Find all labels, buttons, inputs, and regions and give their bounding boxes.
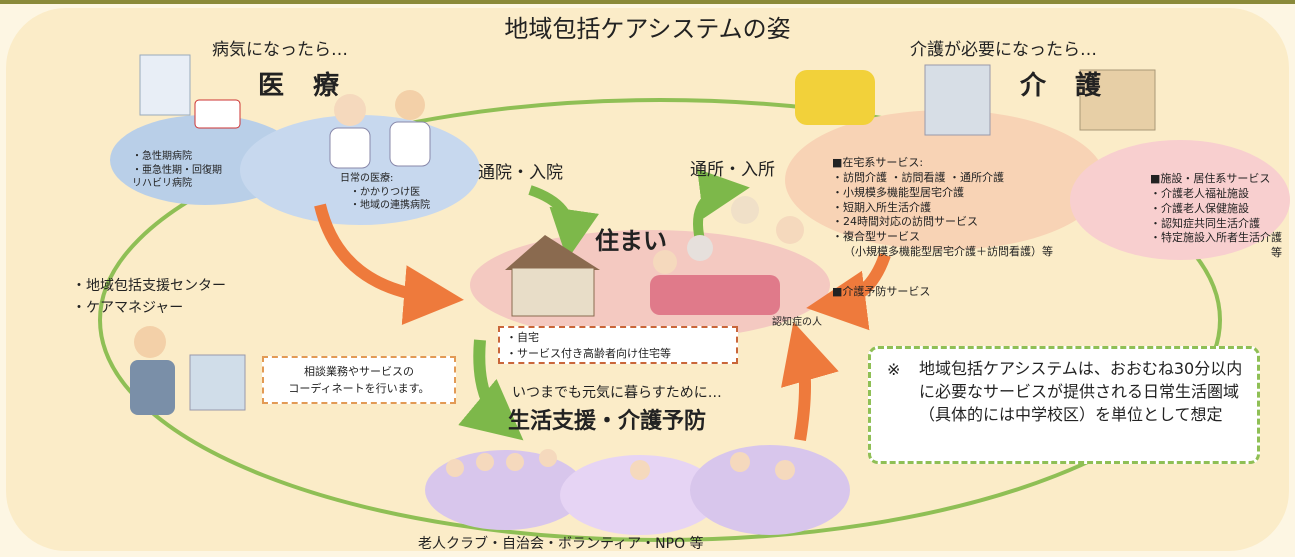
hospital-item: ・亜急性期・回復期 — [132, 164, 222, 176]
hospital-building-icon — [139, 54, 241, 129]
volunteer-ellipse — [560, 455, 720, 535]
life-groups: 老人クラブ・自治会・ボランティア・NPO 等 — [418, 536, 704, 552]
care-facility-icon — [924, 64, 1156, 136]
daycare-flow-label: 通所・入所 — [690, 160, 775, 180]
consult-line: コーディネートを行います。 — [288, 381, 430, 395]
home-care-ellipse — [785, 110, 1105, 250]
house-icon — [505, 235, 600, 317]
npo-ellipse — [690, 445, 850, 535]
hospital-item: ・急性期病院 — [132, 151, 192, 162]
care-manager-icon — [130, 326, 246, 415]
prevention-service: ■介護予防サービス — [832, 285, 931, 298]
arrow-medical-home — [314, 203, 464, 326]
care-label: 介 護 — [1020, 71, 1112, 101]
medical-heading: 病気になったら… — [212, 40, 348, 60]
life-label: 生活支援・介護予防 — [508, 409, 707, 434]
arrow-hospital-flow — [528, 185, 599, 260]
club-ellipse — [425, 450, 585, 530]
life-lead: いつまでも元気に暮らすために… — [512, 385, 722, 401]
hospital-list: ・急性期病院 ・亜急性期・回復期 リハビリ病院 — [132, 150, 222, 191]
home-types-box: ・自宅 ・サービス付き高齢者向け住宅等 — [498, 326, 738, 364]
home-service-item: ・小規模多機能型居宅介護 — [832, 185, 964, 199]
home-service-item: ・24時間対応の訪問サービス — [832, 215, 978, 229]
page-title: 地域包括ケアシステムの姿 — [504, 15, 791, 43]
facility-item: ・特定施設入所者生活介護 — [1150, 231, 1282, 245]
support-center-list: ・地域包括支援センター ・ケアマネジャー — [72, 276, 226, 319]
hospital-item: リハビリ病院 — [132, 178, 192, 189]
note-mark: ※ — [887, 360, 901, 379]
facility-suffix: 等 — [1271, 246, 1282, 260]
family-icon — [650, 196, 804, 315]
home-services-list: ■在宅系サービス: ・訪問介護 ・訪問看護 ・通所介護 ・小規模多機能型居宅介護… — [832, 156, 1053, 260]
care-heading: 介護が必要になったら… — [910, 40, 1097, 60]
daily-care-title: 日常の医療: — [340, 173, 394, 184]
home-services-title: ■在宅系サービス: — [832, 156, 924, 169]
facility-ellipse — [1070, 140, 1290, 260]
facility-item: ・介護老人福祉施設 — [1150, 186, 1249, 200]
home-label: 住まい — [595, 227, 667, 255]
home-service-item: ・訪問介護 ・訪問看護 ・通所介護 — [832, 170, 1004, 184]
facility-item: ・介護老人保健施設 — [1150, 201, 1249, 215]
consult-line: 相談業務やサービスの — [304, 365, 414, 378]
support-center-item: ・ケアマネジャー — [72, 299, 184, 316]
arrow-care-home — [806, 252, 891, 331]
daily-care-item: ・かかりつけ医 — [350, 186, 421, 198]
care-van-icon — [795, 70, 875, 125]
note-text: 地域包括ケアシステムは、おおむね30分以内に必要なサービスが提供される日常生活圏… — [919, 359, 1243, 425]
area-note: ※ 地域包括ケアシステムは、おおむね30分以内に必要なサービスが提供される日常生… — [868, 346, 1260, 464]
medical-label: 医 療 — [258, 71, 350, 101]
arrow-home-support — [458, 339, 524, 441]
arrow-daycare-flow — [693, 168, 750, 242]
outer-green-ring — [98, 98, 1222, 542]
consult-box: 相談業務やサービスの コーディネートを行います。 — [262, 356, 456, 404]
dementia-label: 認知症の人 — [772, 317, 822, 328]
facility-item: ・認知症共同生活介護 — [1150, 216, 1260, 230]
home-type-item: ・サービス付き高齢者向け住宅等 — [506, 346, 671, 360]
home-service-item: ・短期入所生活介護 — [832, 200, 931, 214]
hospital-flow-label: 通院・入院 — [478, 163, 563, 183]
home-service-item: （小規模多機能型居宅介護＋訪問看護）等 — [844, 245, 1053, 259]
facility-title: ■施設・居住系サービス — [1150, 172, 1271, 185]
doctor-icon — [329, 90, 431, 169]
home-type-item: ・自宅 — [506, 331, 539, 344]
seniors-icon — [446, 449, 795, 480]
facility-list: ■施設・居住系サービス ・介護老人福祉施設 ・介護老人保健施設 ・認知症共同生活… — [1150, 172, 1282, 261]
daily-care-list: 日常の医療: ・かかりつけ医 ・地域の連携病院 — [340, 172, 430, 213]
home-service-item: ・複合型サービス — [832, 230, 920, 244]
arrow-support-home — [781, 321, 839, 441]
support-center-item: ・地域包括支援センター — [72, 278, 226, 294]
daily-care-item: ・地域の連携病院 — [350, 200, 430, 211]
